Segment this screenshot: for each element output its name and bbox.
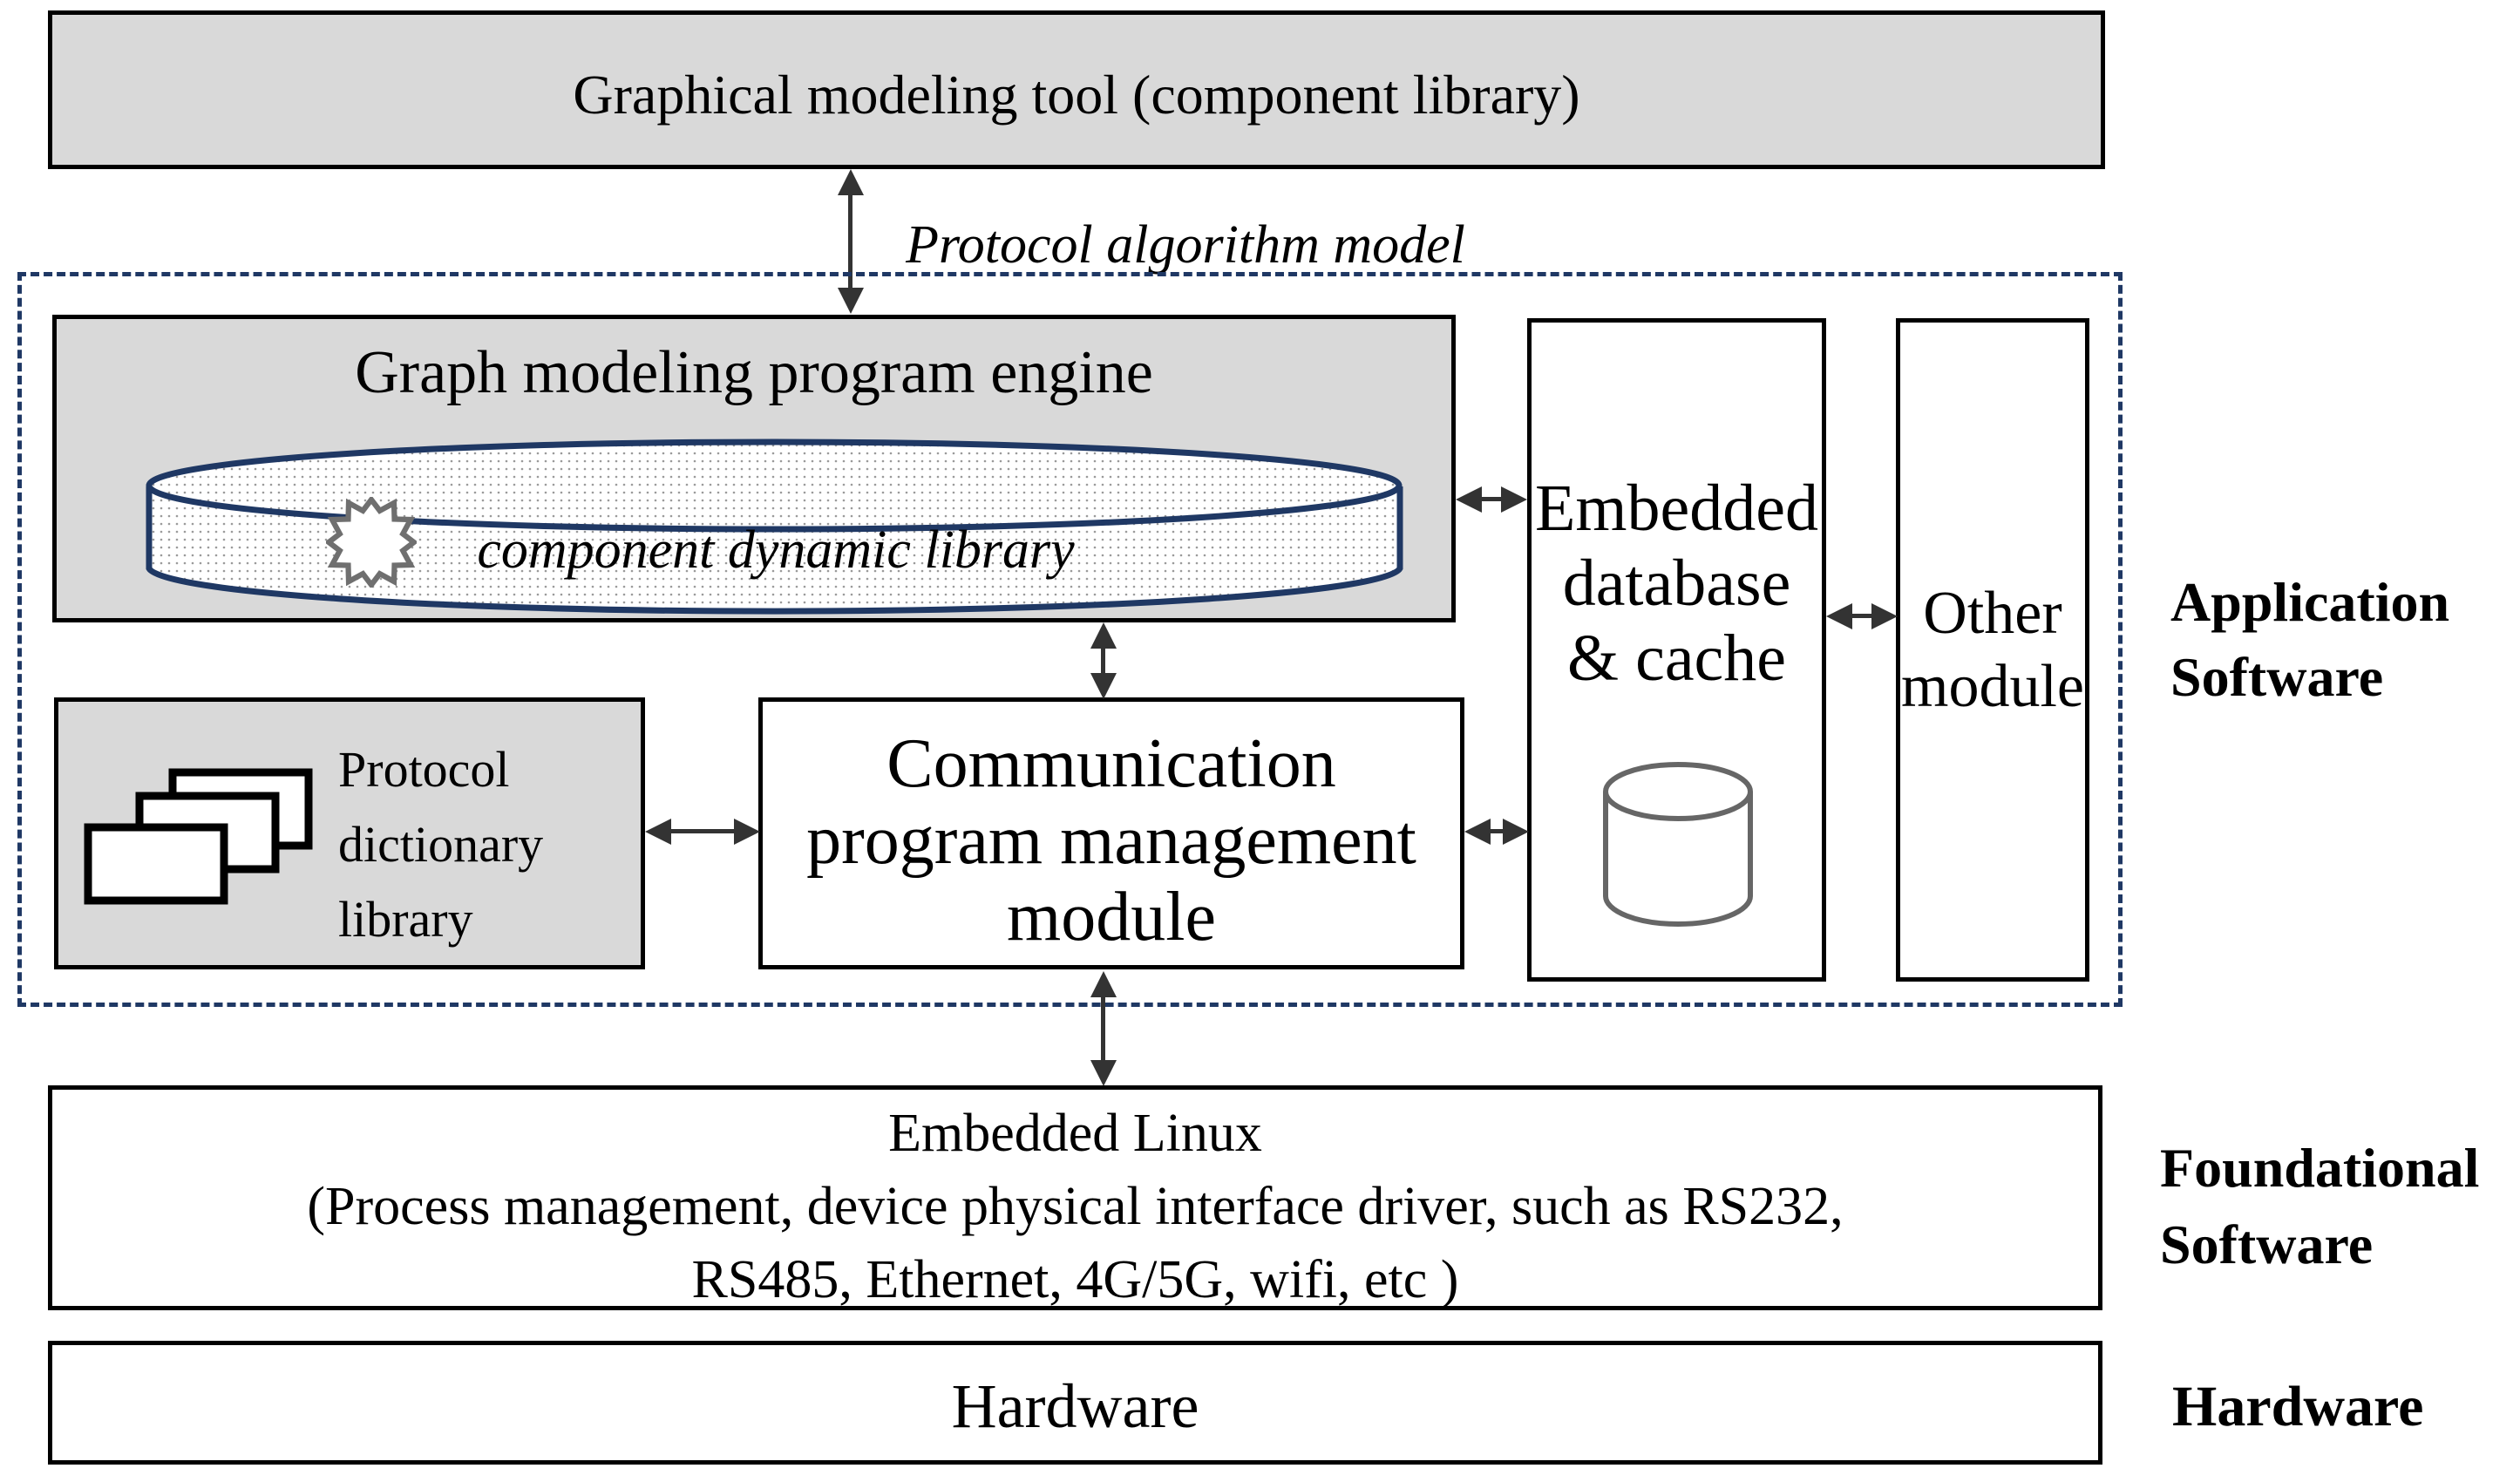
arrow-tool-engine [837, 169, 864, 314]
arrow-communication-database [1464, 818, 1529, 845]
arrow-database-othermodule [1826, 602, 1898, 629]
other-module-box [1896, 318, 2089, 982]
communication-module-box [758, 697, 1464, 969]
graph-modeling-engine-title: Graph modeling program engine [355, 339, 1153, 406]
hardware-layer-label: Hardware [2172, 1375, 2424, 1438]
communication-module-label: Communication program management module [806, 725, 1416, 955]
burst-star-icon [323, 494, 419, 590]
component-dynamic-library-label: component dynamic library [477, 520, 1075, 580]
hardware-box-label: Hardware [951, 1371, 1199, 1441]
component-dynamic-library-cylinder [144, 436, 1405, 619]
embedded-linux-label: Embedded Linux (Process management, devi… [307, 1104, 1844, 1309]
protocol-algorithm-model-label: Protocol algorithm model [906, 215, 1465, 275]
foundational-software-label: Foundational Software [2160, 1137, 2480, 1275]
hardware-box [48, 1341, 2102, 1465]
application-software-label: Application Software [2170, 571, 2450, 708]
graphical-modeling-tool-box [48, 10, 2105, 169]
embedded-database-label: Embedded database & cache [1534, 472, 1818, 695]
protocol-dictionary-label: Protocol dictionary library [338, 741, 544, 948]
database-cylinder-icon [1602, 760, 1754, 931]
embedded-linux-box [48, 1085, 2102, 1310]
arrow-dictionary-communication [645, 818, 760, 845]
application-software-boundary [17, 272, 2123, 1007]
graphical-modeling-tool-label: Graphical modeling tool (component libra… [573, 64, 1580, 126]
document-stack-icon [80, 767, 316, 907]
arrow-engine-communication [1090, 622, 1117, 699]
other-module-label: Other module [1901, 580, 2084, 720]
arrow-communication-linux [1090, 971, 1117, 1086]
arrow-engine-database [1456, 486, 1527, 513]
